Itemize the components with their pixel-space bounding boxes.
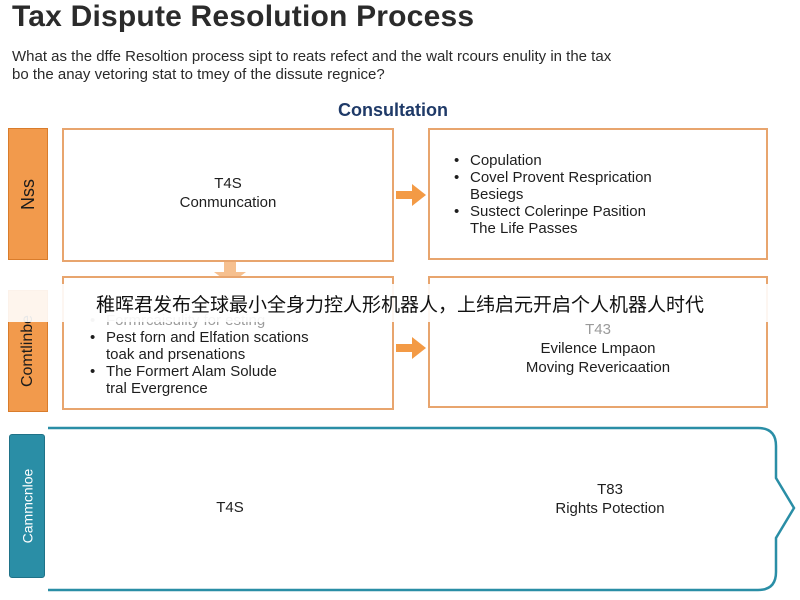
list-item: Copulation [448, 152, 652, 169]
side-tab-3-label: Cammcnloe [19, 468, 36, 544]
box-d-line-2: Moving Revericaation [525, 359, 671, 376]
process-box-communication: T4S Conmuncation [62, 128, 394, 262]
box-a-label: Conmuncation [179, 194, 277, 211]
subtitle: What as the dffe Resoltion process sipt … [12, 48, 792, 84]
bottom-right-label: Rights Potection [555, 500, 665, 517]
box-b-list: Copulation Covel Provent Resprication Be… [448, 152, 652, 237]
box-d-text: T43 Evilence Lmpaon Moving Revericaation [430, 320, 766, 377]
list-item: Pest forn and Elfation scations [84, 329, 309, 346]
side-tab-1-label: Nss [17, 178, 38, 210]
caption-text: 稚晖君发布全球最小全身力控人形机器人，上纬启元开启个人机器人时代 [95, 293, 704, 316]
box-d-line-1: Evilence Lmpaon [540, 340, 656, 357]
bottom-panel [48, 426, 796, 592]
caption-overlay: 稚晖君发布全球最小全身力控人形机器人，上纬启元开启个人机器人时代 [0, 284, 800, 322]
box-a-code: T4S [214, 175, 242, 192]
list-item: The Life Passes [470, 220, 578, 237]
arrow-right-icon [396, 184, 426, 206]
box-c-list: Formrcaisulity for esting Pest forn and … [84, 312, 309, 397]
list-item: Covel Provent Resprication [448, 169, 652, 186]
bottom-left-code: T4S [216, 499, 244, 516]
side-tab-3: Cammcnloe [9, 434, 45, 578]
side-tab-2-label: Comtlinbe [19, 314, 36, 388]
section-heading: Consultation [338, 100, 448, 120]
list-item: The Formert Alam Solude [84, 363, 309, 380]
bottom-right-code: T83 [597, 481, 623, 498]
list-item: toak and prsenations [106, 346, 246, 363]
box-d-code: T43 [585, 321, 611, 338]
page-title: Tax Dispute Resolution Process [12, 0, 475, 33]
list-item: Sustect Colerinpe Pasition [448, 203, 652, 220]
arrow-right-icon [396, 337, 426, 359]
side-tab-1: Nss [8, 128, 48, 260]
bottom-right-text: T83 Rights Potection [520, 480, 700, 518]
box-a-text: T4S Conmuncation [64, 174, 392, 212]
subtitle-line-1: What as the dffe Resoltion process sipt … [12, 48, 612, 65]
process-box-consultation-details: Copulation Covel Provent Resprication Be… [428, 128, 768, 260]
list-item: Besiegs [470, 186, 524, 203]
list-item: tral Evergrence [106, 380, 208, 397]
subtitle-line-2: bo the anay vetoring stat to tmey of the… [12, 66, 385, 83]
